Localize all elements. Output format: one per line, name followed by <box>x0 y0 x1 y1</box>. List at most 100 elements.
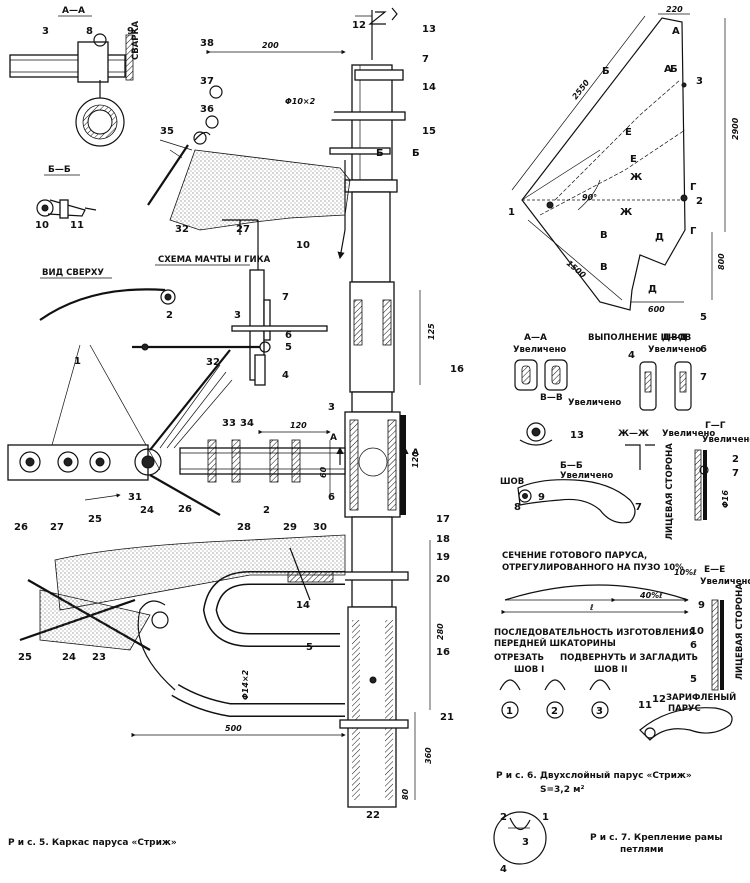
svg-text:В: В <box>600 262 608 273</box>
dim-2900: 2900 <box>731 117 740 140</box>
svg-text:3: 3 <box>696 76 703 87</box>
svg-text:16: 16 <box>436 647 450 658</box>
figure-7-frame-loops: 2 1 3 4 Р и с. 7. Крепление рамы петлями <box>493 811 722 875</box>
svg-text:5: 5 <box>690 674 697 685</box>
svg-text:10: 10 <box>35 220 49 231</box>
dim-60: 60 <box>319 466 328 478</box>
svg-text:В: В <box>600 230 608 241</box>
svg-text:23: 23 <box>92 652 106 663</box>
dim-220: 220 <box>666 5 683 14</box>
face-side-label-ee: ЛИЦЕВАЯ СТОРОНА <box>735 583 745 680</box>
section-aa-detail: А—А СВАРКА <box>9 6 141 147</box>
dim-125: 125 <box>427 323 436 340</box>
svg-text:12: 12 <box>652 694 666 705</box>
svg-text:Д: Д <box>655 232 664 243</box>
section-aa-label: А—А <box>62 6 85 16</box>
step-circle-1 <box>501 701 519 719</box>
svg-text:20: 20 <box>436 574 450 585</box>
svg-text:А: А <box>330 433 337 443</box>
svg-text:7: 7 <box>282 292 289 303</box>
svg-text:2: 2 <box>263 505 270 516</box>
step-circle-3 <box>591 701 609 719</box>
dim-120-vertical: 120 <box>411 451 420 468</box>
reefed-label-1: ЗАРИФЛЕНЫЙ <box>666 691 736 703</box>
forty-percent-ell: 40%ℓ <box>639 591 663 600</box>
fig6-section-ee-label: Е—Е <box>704 565 725 575</box>
step-fold-label: ПОДВЕРНУТЬ И ЗАГЛАДИТЬ <box>560 653 698 663</box>
sequence-title-2: ПЕРЕДНЕЙ ШКАТОРИНЫ <box>494 637 616 649</box>
svg-text:25: 25 <box>18 652 32 663</box>
svg-text:5: 5 <box>285 342 292 353</box>
dim-600: 600 <box>648 305 665 314</box>
svg-text:4: 4 <box>282 370 289 381</box>
sequence-title-1: ПОСЛЕДОВАТЕЛЬНОСТЬ ИЗГОТОВЛЕНИЯ <box>494 628 695 638</box>
sail-section-title-2: ОТРЕГУЛИРОВАННОГО НА ПУЗО 10% <box>502 563 684 573</box>
dim-500: 500 <box>225 724 242 733</box>
svg-text:2: 2 <box>696 196 703 207</box>
svg-text:34: 34 <box>240 418 254 429</box>
fig6-section-zhzh-sub: Увеличено <box>662 429 715 439</box>
fig6-section-zhzh-label: Ж—Ж <box>618 429 649 439</box>
svg-text:37: 37 <box>200 76 214 87</box>
svg-text:А: А <box>664 64 672 75</box>
scheme-title: СХЕМА МАЧТЫ И ГИКА <box>158 255 271 265</box>
fig6-section-ee-sub: Увеличено <box>700 577 750 587</box>
fig6-section-vv-sub: Увеличено <box>568 398 621 408</box>
svg-text:7: 7 <box>700 372 707 383</box>
dim-120-horizontal: 120 <box>290 421 307 430</box>
svg-text:8: 8 <box>514 502 521 513</box>
svg-text:9: 9 <box>538 492 545 503</box>
svg-text:21: 21 <box>440 712 454 723</box>
svg-text:7: 7 <box>635 502 642 513</box>
svg-text:11: 11 <box>638 700 652 711</box>
section-bb-detail: Б—Б <box>36 165 97 219</box>
svg-text:Б: Б <box>376 148 384 159</box>
reefed-sail-detail: ЗАРИФЛЕНЫЙ ПАРУС 11 12 <box>638 691 736 741</box>
svg-text:Ж: Ж <box>620 207 633 218</box>
svg-text:10: 10 <box>690 626 704 637</box>
sail-planform-outline <box>521 17 686 311</box>
figure-7-caption-1: Р и с. 7. Крепление рамы <box>590 833 722 843</box>
section-zhzh-gg: Ж—Ж Увеличено Г—Г Увеличено ЛИЦЕВАЯ СТОР… <box>618 421 750 540</box>
figure-6-sail-strizh: 220 2550 2900 800 1500 600 90° 3 2 1 А А… <box>494 5 750 795</box>
sail-section-title-1: СЕЧЕНИЕ ГОТОВОГО ПАРУСА, <box>502 551 647 561</box>
svg-text:Е: Е <box>625 127 632 138</box>
svg-text:1: 1 <box>74 356 81 367</box>
figure-7-caption-2: петлями <box>620 845 664 855</box>
face-side-label-gg: ЛИЦЕВАЯ СТОРОНА <box>665 443 675 540</box>
figure-5-sail-frame: А—А СВАРКА Б—Б <box>7 6 464 848</box>
svg-text:11: 11 <box>70 220 84 231</box>
svg-text:6: 6 <box>700 344 707 355</box>
svg-text:30: 30 <box>313 522 327 533</box>
svg-text:26: 26 <box>178 504 192 515</box>
svg-text:6: 6 <box>285 330 292 341</box>
fig7-part-4: 4 <box>500 864 507 875</box>
dim-360: 360 <box>424 747 433 764</box>
figure-5-caption: Р и с. 5. Каркас паруса «Стриж» <box>8 838 177 848</box>
fig7-part-1: 1 <box>542 812 549 823</box>
section-bb-label: Б—Б <box>48 165 71 175</box>
seam-2-label: ШОВ II <box>594 665 628 675</box>
svg-text:12: 12 <box>352 20 366 31</box>
fig5-part-numbers: 3 8 9 10 11 1 2 3 7 6 5 4 12 13 7 14 15 … <box>14 20 464 821</box>
svg-text:14: 14 <box>296 600 310 611</box>
step-3: 3 <box>596 706 603 717</box>
svg-text:3: 3 <box>42 26 49 37</box>
fig6-section-dd-sub: Увеличено <box>648 345 701 355</box>
fig6-section-aa-sub: Увеличено <box>513 345 566 355</box>
middle-boom-assembly <box>7 349 346 516</box>
svg-text:32: 32 <box>206 357 220 368</box>
figure-6-caption-1: Р и с. 6. Двухслойный парус «Стриж» <box>496 771 692 781</box>
svg-text:10: 10 <box>296 240 310 251</box>
fig6-section-aa-label: А—А <box>524 333 547 343</box>
section-ee: Е—Е Увеличено ЛИЦЕВАЯ СТОРОНА 9 10 6 5 <box>690 565 750 691</box>
mast <box>329 10 409 808</box>
svg-text:8: 8 <box>86 26 93 37</box>
step-2: 2 <box>551 706 558 717</box>
top-view-label: ВИД СВЕРХУ <box>42 268 104 278</box>
fig7-part-3: 3 <box>522 837 529 848</box>
svg-text:Е: Е <box>630 154 637 165</box>
svg-text:14: 14 <box>422 82 436 93</box>
svg-text:Г: Г <box>690 226 697 237</box>
